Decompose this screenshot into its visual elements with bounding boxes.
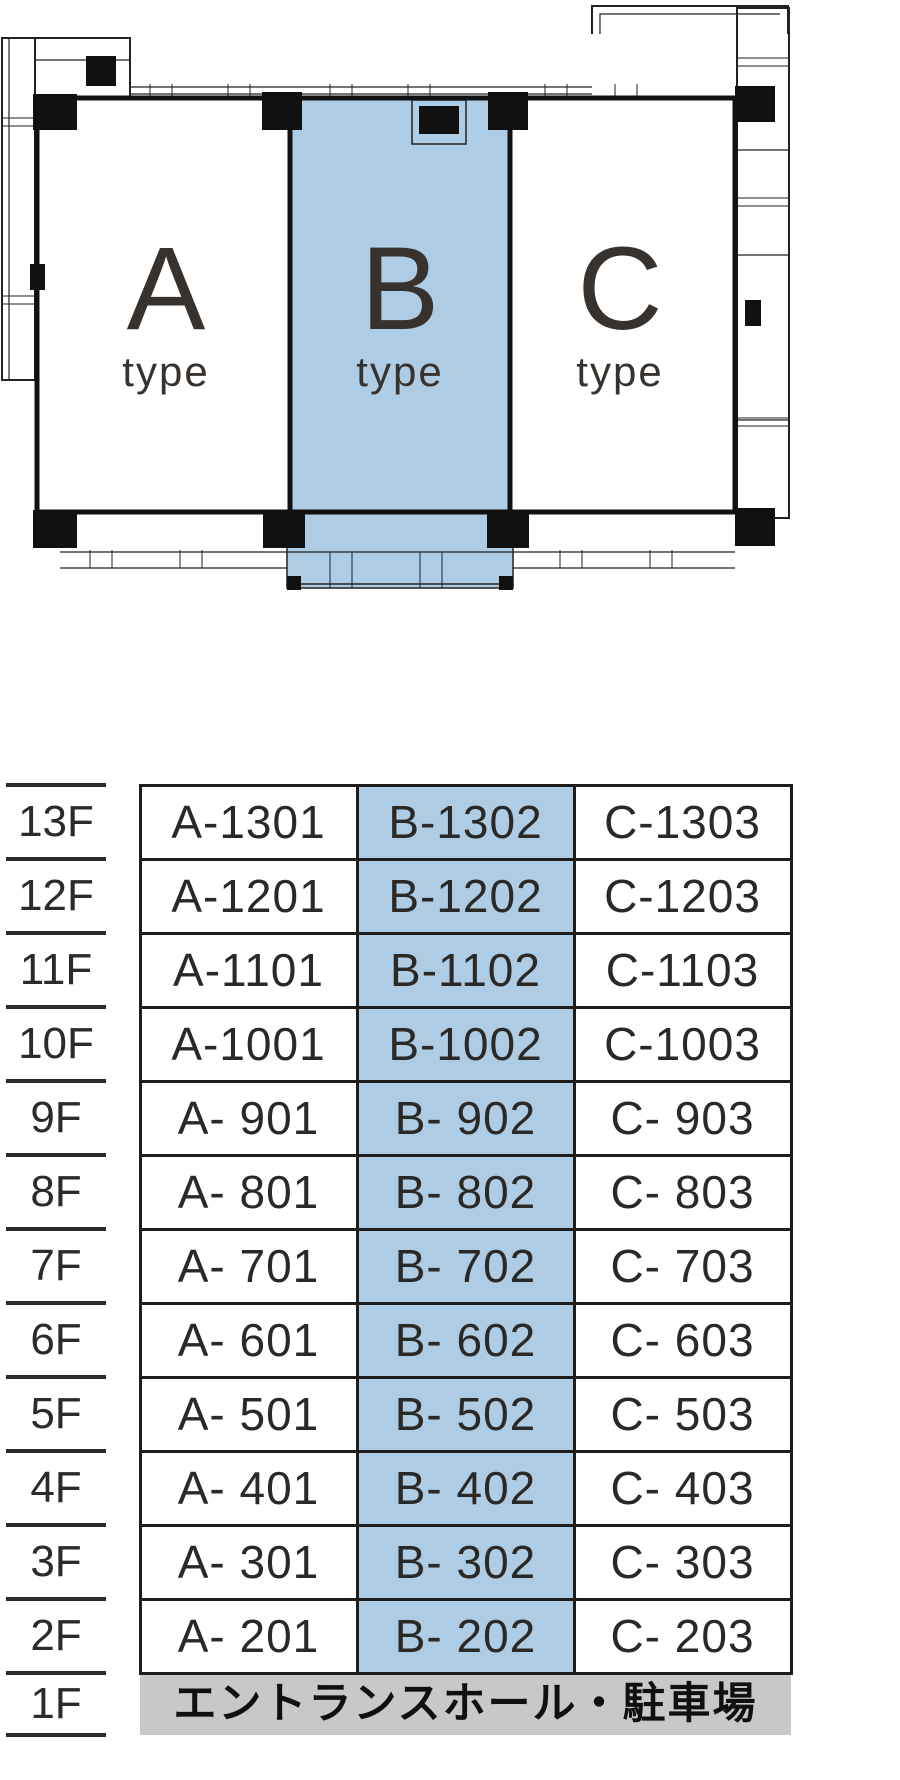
floorplan-drawing <box>1 5 790 590</box>
unit-cell-b: B- 702 <box>355 1227 576 1305</box>
floor-label: 4F <box>6 1449 106 1525</box>
floor-table-area: 13F A-1301 B-1302 C-1303 12F A-1201 B-12… <box>6 783 900 1737</box>
table-gap <box>106 1377 140 1451</box>
unit-cell-a: A-1101 <box>138 931 359 1009</box>
unit-cell-a: A- 801 <box>138 1153 359 1231</box>
unit-cell-a: A-1301 <box>138 783 359 861</box>
unit-cell-a: A- 701 <box>138 1227 359 1305</box>
floor-label: 5F <box>6 1375 106 1451</box>
table-gap <box>106 1525 140 1599</box>
floor-label: 8F <box>6 1153 106 1229</box>
floor-label: 12F <box>6 857 106 933</box>
unit-cell-a: A-1201 <box>138 857 359 935</box>
unit-cell-b: B- 802 <box>355 1153 576 1231</box>
floor-label: 2F <box>6 1597 106 1673</box>
floor-row-5f: 5F A- 501 B- 502 C- 503 <box>6 1375 793 1453</box>
table-gap <box>106 1155 140 1229</box>
unit-cell-b: B-1102 <box>355 931 576 1009</box>
unit-a-label: A type <box>88 230 244 394</box>
entrance-parking-cell: エントランスホール・駐車場 <box>140 1673 791 1735</box>
unit-cell-c: C-1003 <box>572 1005 793 1083</box>
unit-cell-c: C- 803 <box>572 1153 793 1231</box>
floor-label: 1F <box>6 1671 106 1737</box>
floor-row-13f: 13F A-1301 B-1302 C-1303 <box>6 783 793 861</box>
table-gap <box>106 859 140 933</box>
floor-label: 13F <box>6 783 106 859</box>
unit-cell-a: A- 901 <box>138 1079 359 1157</box>
unit-cell-c: C-1203 <box>572 857 793 935</box>
table-gap <box>106 1007 140 1081</box>
floor-row-6f: 6F A- 601 B- 602 C- 603 <box>6 1301 793 1379</box>
unit-c-letter: C <box>577 223 663 355</box>
balcony-outlines <box>1 5 790 588</box>
unit-cell-c: C- 403 <box>572 1449 793 1527</box>
floor-row-12f: 12F A-1201 B-1202 C-1203 <box>6 857 793 935</box>
floor-label: 9F <box>6 1079 106 1155</box>
unit-cell-c: C- 703 <box>572 1227 793 1305</box>
floor-label: 6F <box>6 1301 106 1377</box>
structural-walls <box>34 95 738 515</box>
table-gap <box>106 1229 140 1303</box>
unit-b-highlight <box>286 98 514 589</box>
unit-cell-b: B- 302 <box>355 1523 576 1601</box>
table-gap <box>106 1303 140 1377</box>
unit-cell-a: A- 201 <box>138 1597 359 1675</box>
unit-cell-c: C- 303 <box>572 1523 793 1601</box>
unit-cell-a: A- 401 <box>138 1449 359 1527</box>
floor-row-9f: 9F A- 901 B- 902 C- 903 <box>6 1079 793 1157</box>
unit-cell-a: A- 301 <box>138 1523 359 1601</box>
unit-cell-b: B- 402 <box>355 1449 576 1527</box>
unit-c-label: C type <box>542 230 698 394</box>
floor-row-1f: 1F エントランスホール・駐車場 <box>6 1671 791 1737</box>
unit-cell-b: B- 602 <box>355 1301 576 1379</box>
floor-label: 3F <box>6 1523 106 1599</box>
floorplan: A type B type C type <box>0 0 795 620</box>
unit-b-letter: B <box>360 223 440 355</box>
unit-cell-c: C-1103 <box>572 931 793 1009</box>
unit-b-label: B type <box>322 230 478 394</box>
unit-cell-b: B- 502 <box>355 1375 576 1453</box>
unit-cell-b: B-1002 <box>355 1005 576 1083</box>
unit-a-type-text: type <box>122 348 210 395</box>
floor-label: 11F <box>6 931 106 1007</box>
unit-cell-c: C- 203 <box>572 1597 793 1675</box>
floor-row-11f: 11F A-1101 B-1102 C-1103 <box>6 931 793 1009</box>
table-gap <box>106 1451 140 1525</box>
floor-table: 13F A-1301 B-1302 C-1303 12F A-1201 B-12… <box>6 783 793 1737</box>
unit-cell-b: B-1302 <box>355 783 576 861</box>
floor-row-4f: 4F A- 401 B- 402 C- 403 <box>6 1449 793 1527</box>
floor-label: 7F <box>6 1227 106 1303</box>
floor-label: 10F <box>6 1005 106 1081</box>
floor-row-7f: 7F A- 701 B- 702 C- 703 <box>6 1227 793 1305</box>
unit-cell-c: C- 903 <box>572 1079 793 1157</box>
floor-row-8f: 8F A- 801 B- 802 C- 803 <box>6 1153 793 1231</box>
table-gap <box>106 933 140 1007</box>
table-gap <box>106 1081 140 1155</box>
floor-row-10f: 10F A-1001 B-1002 C-1003 <box>6 1005 793 1083</box>
unit-cell-b: B- 202 <box>355 1597 576 1675</box>
unit-c-type-text: type <box>576 348 664 395</box>
unit-cell-a: A- 501 <box>138 1375 359 1453</box>
pillar-squares <box>30 56 775 590</box>
unit-cell-b: B- 902 <box>355 1079 576 1157</box>
unit-cell-c: C-1303 <box>572 783 793 861</box>
unit-a-letter: A <box>126 223 206 355</box>
unit-b-type-text: type <box>356 348 444 395</box>
unit-cell-a: A-1001 <box>138 1005 359 1083</box>
unit-cell-c: C- 603 <box>572 1301 793 1379</box>
unit-cell-a: A- 601 <box>138 1301 359 1379</box>
floor-row-2f: 2F A- 201 B- 202 C- 203 <box>6 1597 793 1675</box>
floor-row-3f: 3F A- 301 B- 302 C- 303 <box>6 1523 793 1601</box>
table-gap <box>106 1673 140 1735</box>
table-gap <box>106 1599 140 1673</box>
unit-cell-b: B-1202 <box>355 857 576 935</box>
unit-cell-c: C- 503 <box>572 1375 793 1453</box>
table-gap <box>106 785 140 859</box>
